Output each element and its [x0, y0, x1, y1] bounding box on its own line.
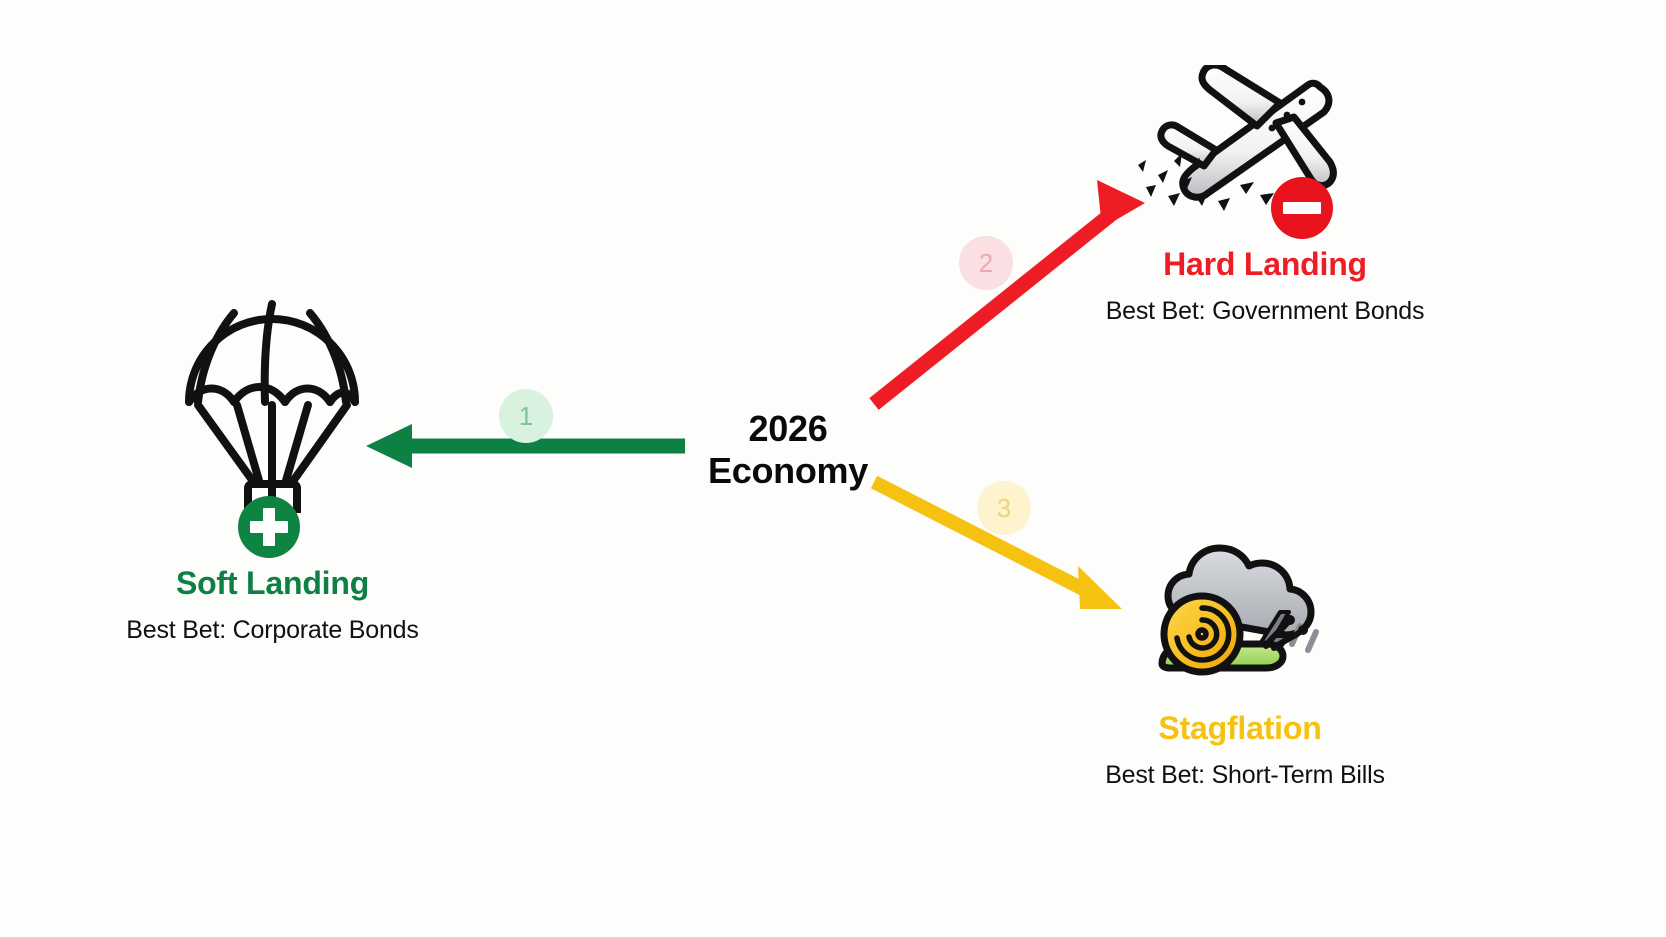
arrow-soft-landing	[366, 424, 685, 468]
soft-landing-subtitle: Best Bet: Corporate Bonds	[126, 616, 419, 644]
badge-number: 2	[978, 247, 994, 278]
parachute-icon	[185, 300, 359, 513]
soft-landing-title: Soft Landing	[175, 565, 370, 601]
stagflation-title: Stagflation	[1158, 710, 1322, 746]
branch-badge-1: 1	[499, 389, 553, 443]
hard-landing-subtitle: Best Bet: Government Bonds	[1105, 297, 1425, 325]
badge-number: 1	[518, 400, 534, 431]
minus-circle-icon	[1271, 177, 1333, 239]
plus-circle-icon	[238, 496, 300, 558]
hub-line-2: Economy	[708, 450, 868, 492]
arrow-stagflation	[870, 475, 1122, 609]
arrow-hard-landing	[869, 180, 1145, 410]
hub-label: 2026 Economy	[660, 408, 916, 493]
hard-landing-title: Hard Landing	[1163, 246, 1367, 282]
branch-badge-3: 3	[977, 481, 1031, 535]
badge-number: 3	[996, 492, 1012, 523]
crashing-airplane-icon	[1138, 65, 1337, 211]
debris-marks	[1138, 153, 1274, 211]
hub-line-1: 2026	[748, 408, 828, 449]
snail-storm-cloud-icon	[1158, 544, 1319, 676]
branch-badge-2: 2	[959, 236, 1013, 290]
stagflation-subtitle: Best Bet: Short-Term Bills	[1105, 761, 1385, 789]
